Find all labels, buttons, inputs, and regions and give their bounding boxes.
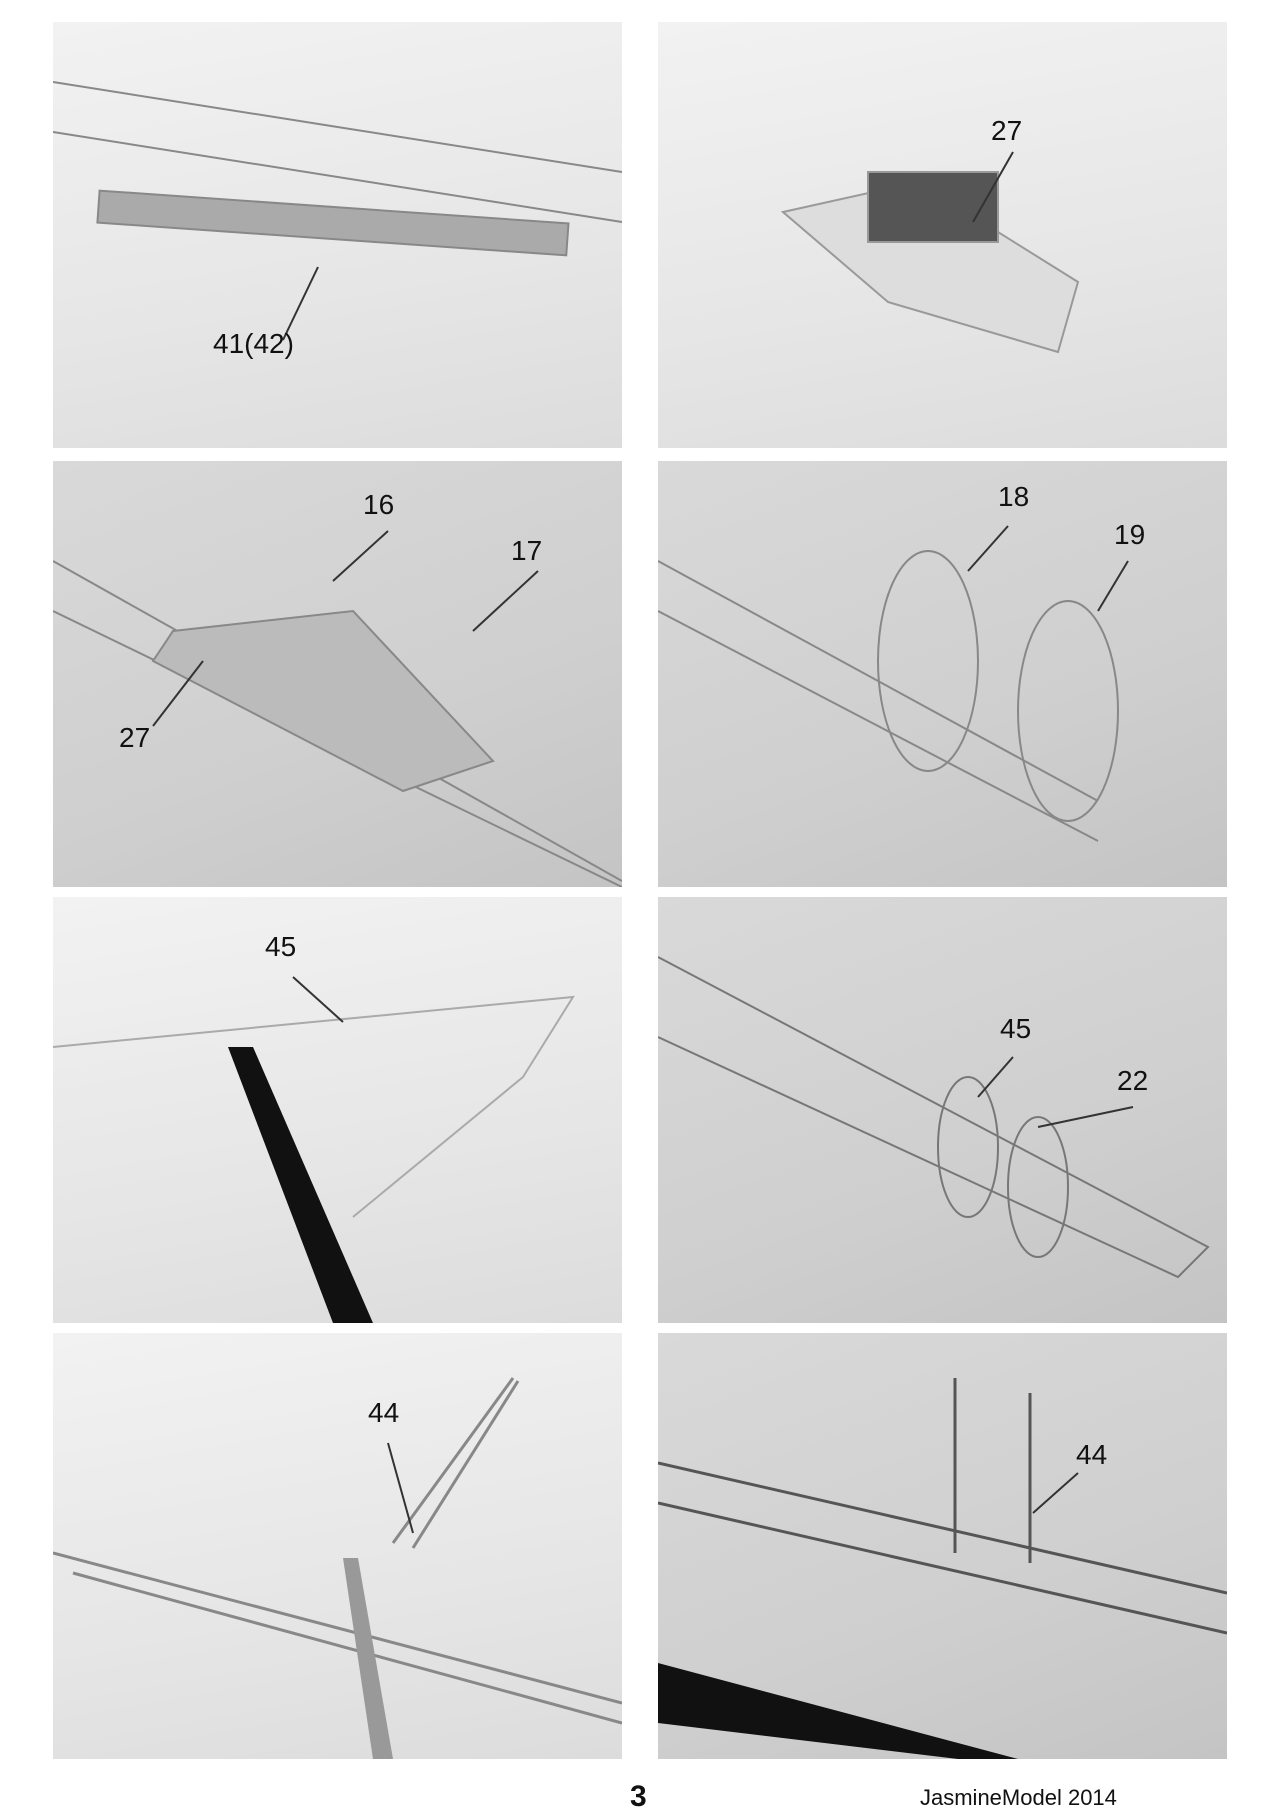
photo-3-image <box>53 530 622 887</box>
photo-5: 45 <box>53 897 622 1323</box>
photo-3: 16 17 27 <box>53 461 622 887</box>
photo-8: 44 <box>658 1333 1227 1759</box>
photo-1-image <box>53 81 622 341</box>
part-label: 27 <box>119 722 151 753</box>
photo-6-image <box>658 956 1210 1279</box>
photo-6: 45 22 <box>658 897 1227 1323</box>
part-label: 45 <box>1000 1013 1032 1044</box>
part-label: 44 <box>1076 1439 1108 1470</box>
photo-7-image <box>53 1377 622 1759</box>
part-label: 19 <box>1114 519 1146 550</box>
page-number: 3 <box>630 1780 647 1813</box>
photo-1: 41(42) <box>53 22 622 448</box>
photo-4: 18 19 <box>658 461 1227 887</box>
part-label: 45 <box>265 931 297 962</box>
part-label: 18 <box>998 481 1030 512</box>
part-label: 44 <box>368 1397 400 1428</box>
photo-5-image <box>53 976 575 1323</box>
photo-7: 44 <box>53 1333 622 1759</box>
photo-8-image <box>658 1378 1227 1759</box>
photo-2: 27 <box>658 22 1227 448</box>
part-label: 27 <box>991 115 1023 146</box>
part-label: 22 <box>1117 1065 1149 1096</box>
photo-4-image <box>658 525 1129 842</box>
part-label: 41(42) <box>213 328 294 359</box>
part-label: 17 <box>511 535 543 566</box>
brand-footer: JasmineModel 2014 <box>920 1785 1117 1810</box>
photo-2-image <box>780 151 1080 354</box>
part-label: 16 <box>363 489 395 520</box>
